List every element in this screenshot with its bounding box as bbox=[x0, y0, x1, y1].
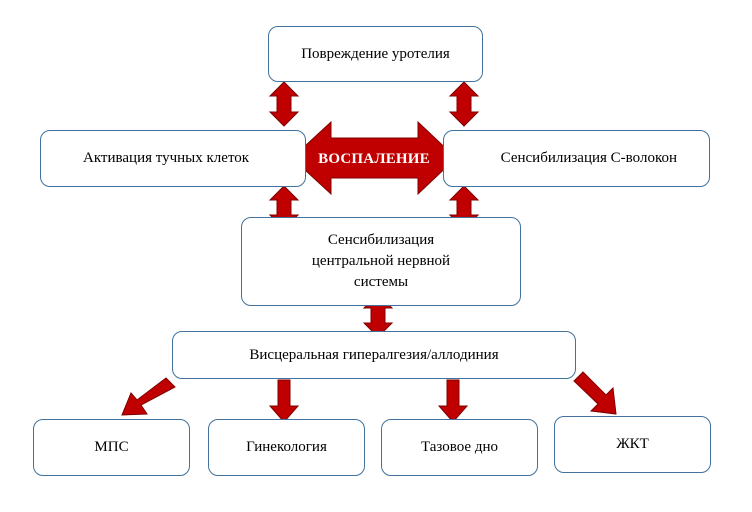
node-c-fibers-label: Сенсибилизация С-волокон bbox=[500, 150, 677, 166]
node-urothelium-damage: Повреждение уротелия bbox=[268, 26, 483, 82]
arrow-to-gi bbox=[573, 371, 617, 415]
node-visceral-hyperalgesia: Висцеральная гипералгезия/аллодиния bbox=[172, 331, 576, 379]
node-gynecology: Гинекология bbox=[208, 419, 365, 476]
node-mps-label: МПС bbox=[94, 439, 129, 455]
node-mps: МПС bbox=[33, 419, 190, 476]
node-gi-label: ЖКТ bbox=[616, 436, 649, 452]
arrow-to-gynecology bbox=[268, 379, 300, 423]
double-arrow-urothelium-cfibers bbox=[448, 81, 480, 127]
arrow-to-mps bbox=[121, 377, 176, 416]
node-cns-label-line1: Сенсибилизация bbox=[327, 232, 435, 248]
node-pelvic-floor: Тазовое дно bbox=[381, 419, 538, 476]
node-pelvic-floor-label: Тазовое дно bbox=[420, 439, 498, 455]
node-cns-sensitization: Сенсибилизация центральной нервной систе… bbox=[241, 217, 521, 306]
node-c-fiber-sensitization: Сенсибилизация С-волокон bbox=[443, 130, 710, 187]
inflammation-label: ВОСПАЛЕНИЕ bbox=[318, 151, 430, 167]
node-urothelium-label: Повреждение уротелия bbox=[301, 45, 450, 62]
node-mast-cells-label: Активация тучных клеток bbox=[83, 150, 250, 166]
node-cns-label-line3: системы bbox=[353, 274, 409, 290]
node-gynecology-label: Гинекология bbox=[246, 439, 327, 455]
arrow-to-pelvic-floor bbox=[437, 379, 469, 423]
node-gi-tract: ЖКТ bbox=[554, 416, 711, 473]
node-hyperalgesia-label: Висцеральная гипералгезия/аллодиния bbox=[249, 346, 499, 363]
node-mast-cell-activation: Активация тучных клеток bbox=[40, 130, 306, 187]
node-cns-label-line2: центральной нервной bbox=[311, 253, 451, 269]
double-arrow-urothelium-mast bbox=[268, 81, 300, 127]
